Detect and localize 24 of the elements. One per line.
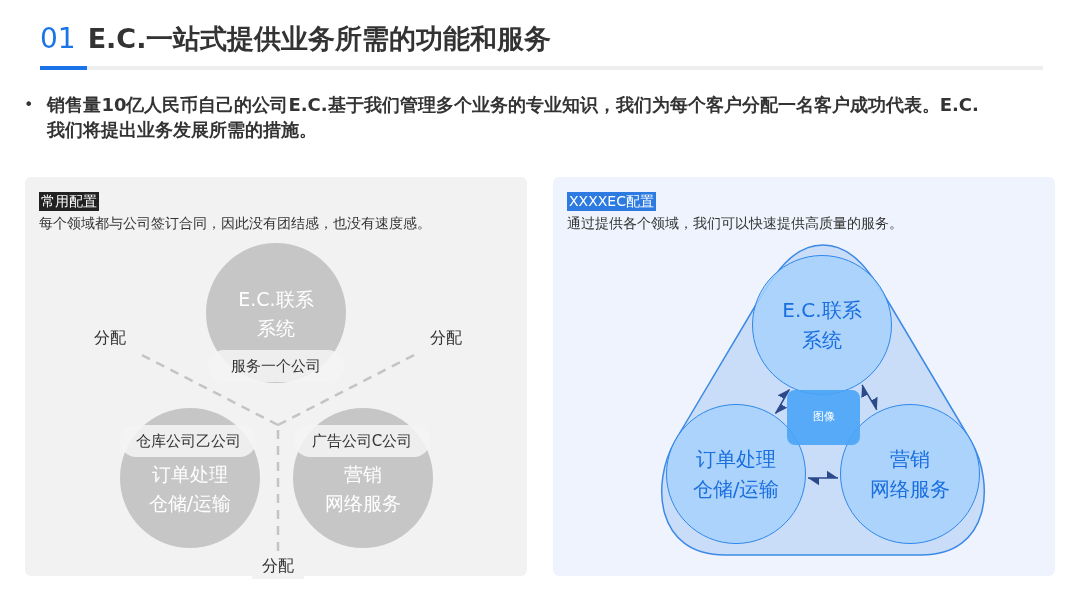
page-title: E.C.一站式提供业务所需的功能和服务 — [87, 22, 552, 56]
panel-description: 每个领域都与公司签订合同，因此没有团结感，也没有速度感。 — [39, 214, 431, 232]
harpoon-arrow — [807, 470, 839, 486]
section-number: 01 — [40, 21, 76, 57]
circle-label: E.C.联系系统 — [237, 287, 315, 341]
panel-card — [25, 177, 527, 576]
circle-label: 营销 — [889, 446, 931, 473]
circle-label: 营销 — [343, 462, 383, 487]
circle-label: 仓储/运输 — [147, 491, 233, 516]
panel-card — [553, 177, 1055, 576]
circle-label: E.C.联系系统 — [781, 297, 863, 354]
harpoon-arrow — [774, 388, 791, 415]
circle-label: 网络服务 — [324, 491, 402, 516]
image-box: 图像 — [787, 390, 860, 445]
circle-label: 订单处理 — [151, 462, 229, 487]
panel-heading: XXXXEC配置 — [567, 192, 656, 211]
bullet-text: 销售量10亿人民币自己的公司E.C.基于我们管理多个业务的专业知识，我们为每个客户分配一名客户成功代表。E.C.我们将提出业务发展所需的措施。 — [47, 93, 980, 142]
bullet-dot: • — [24, 94, 34, 116]
circle-label: 订单处理 — [695, 446, 777, 473]
circle-label: 仓储/运输 — [691, 476, 781, 503]
circle-label: 网络服务 — [869, 476, 951, 503]
harpoon-arrow — [861, 384, 878, 411]
panel-description: 通过提供各个领域，我们可以快速提供高质量的服务。 — [567, 214, 903, 232]
panel-heading: 常用配置 — [39, 192, 99, 211]
